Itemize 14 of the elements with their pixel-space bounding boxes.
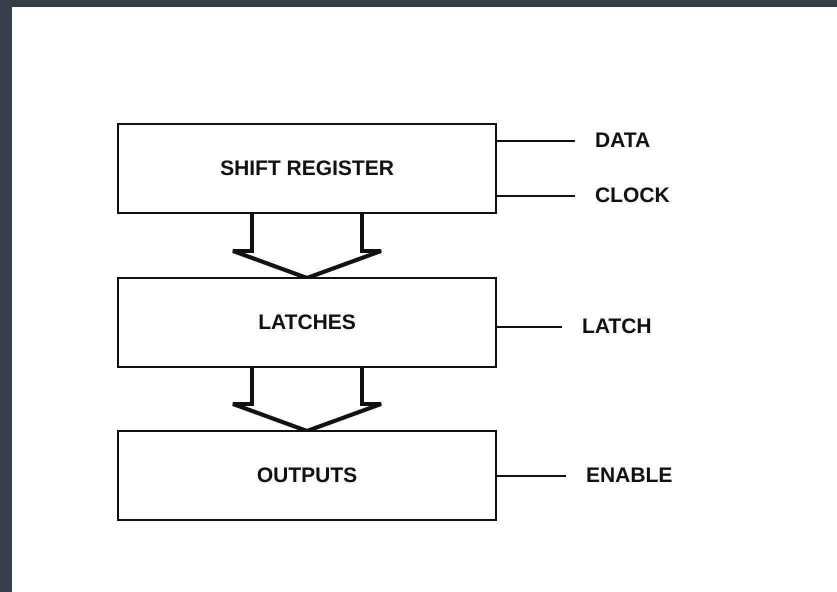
- signal-line: [497, 195, 575, 197]
- signal-name: LATCH: [562, 313, 672, 341]
- block-label: LATCHES: [258, 310, 356, 336]
- block-label: SHIFT REGISTER: [220, 156, 394, 182]
- signal-name: CLOCK: [575, 182, 685, 210]
- block-box: [117, 123, 497, 214]
- block-box: [117, 430, 497, 521]
- block-label: OUTPUTS: [256, 462, 358, 489]
- signal-line: [497, 475, 566, 477]
- signal-name: ENABLE: [566, 462, 696, 490]
- signal-line: [497, 140, 575, 142]
- block-box: [117, 277, 497, 368]
- signal-line: [497, 326, 562, 328]
- signal-name: DATA: [575, 127, 685, 155]
